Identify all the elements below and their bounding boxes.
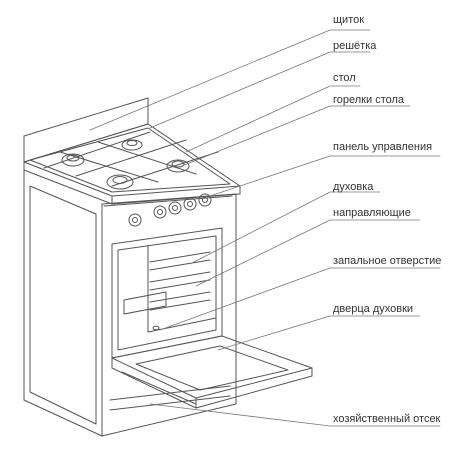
label-oven: духовка [333, 181, 374, 193]
grate [29, 127, 231, 193]
label-oven-door: дверца духовки [333, 303, 414, 315]
burners [61, 139, 190, 190]
label-burners: горелки стола [333, 94, 405, 106]
side-panel [23, 169, 103, 437]
oven-guides [149, 251, 211, 311]
label-ignition-hole: запальное отверстие [333, 255, 442, 267]
ignition-hole [152, 325, 160, 331]
oven-door [111, 335, 313, 409]
control-knobs [128, 193, 212, 227]
label-control-panel: панель управления [333, 141, 433, 153]
label-storage: хозяйственный отсек [333, 413, 441, 425]
leader-lines [89, 29, 441, 427]
label-table: стол [333, 72, 356, 84]
oven-tray [123, 291, 167, 315]
label-shield: щиток [333, 14, 365, 26]
storage-compartment [109, 385, 231, 411]
label-grate: решётка [333, 40, 377, 52]
label-guides: направляющие [333, 207, 411, 219]
